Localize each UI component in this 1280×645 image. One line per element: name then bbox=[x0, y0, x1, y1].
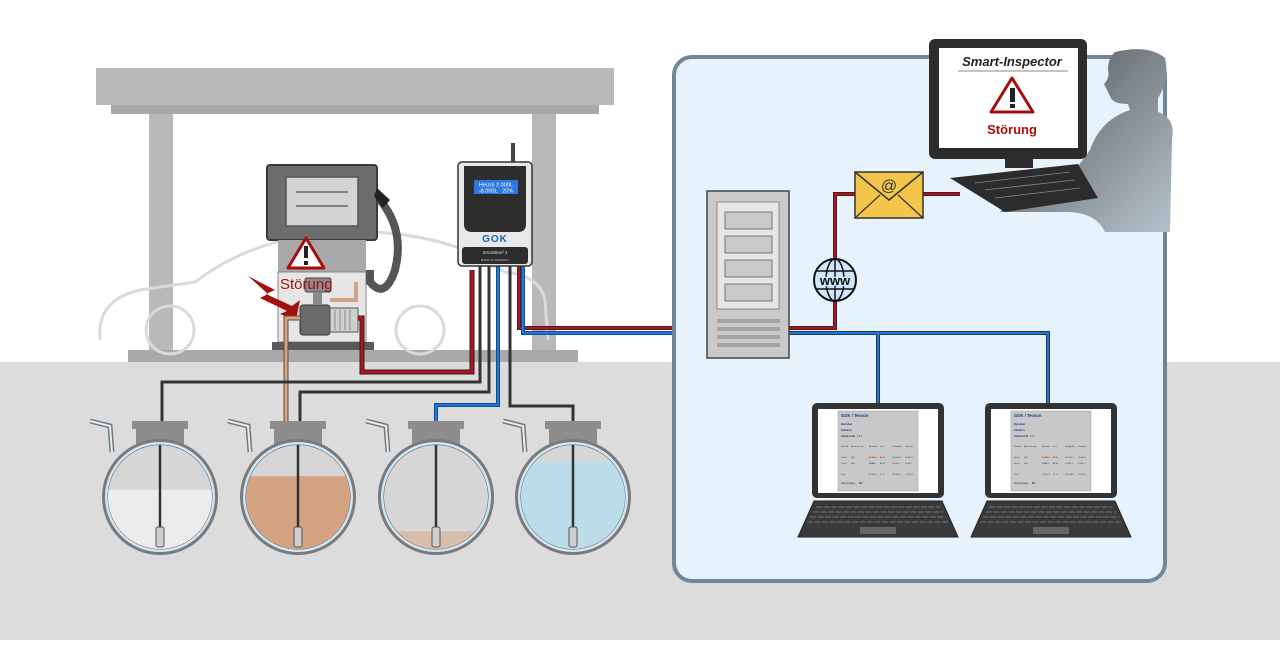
table-cell: Tank 1 bbox=[841, 457, 848, 459]
keyboard bbox=[797, 500, 959, 538]
smart-inspector-monitor bbox=[929, 39, 1098, 212]
link-betreiber: Betreiber bbox=[841, 422, 852, 426]
link-betreiber: Betreiber bbox=[1014, 422, 1025, 426]
smartbox-device bbox=[457, 143, 533, 267]
smartbox-model-label: SmartBox² 4 bbox=[482, 250, 508, 255]
table-header: in % bbox=[1053, 446, 1057, 448]
tank bbox=[227, 418, 356, 555]
tank bbox=[89, 418, 218, 555]
footer-label: Alarmeingang bbox=[1014, 482, 1029, 485]
lcd-line-2: -8.000L 20% bbox=[479, 189, 514, 195]
table-cell: HEL bbox=[1024, 463, 1029, 465]
pump-fault-label: Störung bbox=[280, 276, 333, 293]
table-cell: 80 % bbox=[1053, 457, 1058, 459]
table-cell: Tank 2 bbox=[1014, 463, 1021, 465]
office-network-lines bbox=[789, 192, 1050, 405]
smartbox-subtitle: MADE IN GERMANY bbox=[481, 258, 510, 262]
table-total-cell: Total bbox=[841, 473, 846, 476]
touchpad bbox=[860, 527, 896, 534]
laptop-left: GOK / TecsonBetreiberStandortStandort-ID… bbox=[797, 403, 959, 538]
table-header: Tankgröße bbox=[892, 445, 903, 448]
link-standort: Standort bbox=[1014, 428, 1025, 432]
monitor-fault-label: Störung bbox=[987, 122, 1037, 137]
table-cell: Tank 1 bbox=[1014, 457, 1021, 459]
table-total-cell: Total bbox=[1014, 473, 1019, 476]
table-cell: 2.000 L bbox=[905, 463, 913, 465]
table-header: Freiraum bbox=[1078, 445, 1087, 448]
tank bbox=[502, 418, 631, 555]
table-total-cell: 22.000 L bbox=[869, 474, 878, 476]
table-header: in % bbox=[880, 446, 884, 448]
probe-sensor bbox=[431, 526, 441, 548]
table-cell: 20.000 L bbox=[1042, 457, 1051, 459]
table-header: Freiraum bbox=[905, 445, 914, 448]
table-cell: HEL bbox=[851, 463, 856, 465]
email-at-symbol: @ bbox=[881, 178, 897, 195]
standort-value: 2.17 bbox=[857, 434, 863, 438]
table-cell: 80 % bbox=[880, 457, 885, 459]
warning-triangle-icon bbox=[286, 236, 326, 270]
window-title: GOK / Tecson bbox=[841, 413, 869, 418]
table-cell: 15.000 L bbox=[1065, 463, 1074, 465]
globe-www-label: www bbox=[819, 273, 851, 288]
tanks bbox=[89, 418, 631, 555]
table-header: Tank-Nr. bbox=[841, 445, 849, 448]
table-header: Tankgröße bbox=[1065, 445, 1076, 448]
table-header: Tank-Nr. bbox=[1014, 445, 1022, 448]
server-icon bbox=[706, 190, 790, 359]
table-cell: 75.000 L bbox=[905, 457, 914, 459]
email-envelope-icon bbox=[854, 171, 924, 219]
table-header: Bezeichnung bbox=[851, 446, 864, 448]
gas-station-canopy bbox=[96, 68, 614, 362]
table-total-cell: 27 % bbox=[880, 474, 885, 476]
table-cell: 2.000 L bbox=[1078, 463, 1086, 465]
window-title: GOK / Tecson bbox=[1014, 413, 1042, 418]
touchpad bbox=[1033, 527, 1069, 534]
probe-sensor bbox=[293, 526, 303, 548]
table-cell: 20 % bbox=[1053, 463, 1058, 465]
table-total-cell: 125.000 L bbox=[1065, 474, 1075, 476]
footer-value: Ein bbox=[1032, 483, 1036, 485]
monitor-app-title: Smart-Inspector bbox=[962, 54, 1063, 69]
table-total-cell: 77.000 L bbox=[905, 474, 914, 476]
person-silhouette bbox=[1000, 49, 1173, 232]
table-cell: HEL bbox=[851, 457, 856, 459]
smartbox-brand-logo: GOK bbox=[482, 234, 508, 245]
laptop-right: GOK / TecsonBetreiberStandortStandort-ID… bbox=[970, 403, 1132, 538]
table-cell: 100.000 L bbox=[1065, 457, 1075, 459]
table-total-cell: 77.000 L bbox=[1078, 474, 1087, 476]
table-total-cell: 22.000 L bbox=[1042, 474, 1051, 476]
probe-sensor bbox=[568, 526, 578, 548]
table-total-cell: 27 % bbox=[1053, 474, 1058, 476]
table-header: Bestand bbox=[1042, 445, 1050, 448]
lcd-line-1: Heizöl 2.000L bbox=[479, 183, 513, 189]
app-window bbox=[1010, 410, 1092, 492]
probe-sensor bbox=[155, 526, 165, 548]
app-window bbox=[837, 410, 919, 492]
table-total-cell: 125.000 L bbox=[892, 474, 902, 476]
link-standort: Standort bbox=[841, 428, 852, 432]
network-cable-smartbox-server bbox=[517, 265, 710, 335]
standort-value: 2.17 bbox=[1030, 434, 1036, 438]
table-header: Bezeichnung bbox=[1024, 446, 1037, 448]
footer-value: Ein bbox=[859, 483, 863, 485]
table-cell: 75.000 L bbox=[1078, 457, 1087, 459]
table-header: Bestand bbox=[869, 445, 877, 448]
table-cell: 2.000 L bbox=[1042, 463, 1050, 465]
table-cell: 2.000 L bbox=[869, 463, 877, 465]
table-cell: Tank 2 bbox=[841, 463, 848, 465]
table-cell: 100.000 L bbox=[892, 457, 902, 459]
footer-label: Alarmeingang bbox=[841, 482, 856, 485]
lightning-bolt-icon bbox=[248, 276, 300, 320]
globe-www-icon bbox=[813, 258, 857, 302]
table-cell: 15.000 L bbox=[892, 463, 901, 465]
table-cell: 20.000 L bbox=[869, 457, 878, 459]
standort-label: Standort-ID bbox=[841, 434, 855, 438]
keyboard bbox=[970, 500, 1132, 538]
tank bbox=[365, 418, 494, 555]
table-cell: 20 % bbox=[880, 463, 885, 465]
table-cell: HEL bbox=[1024, 457, 1029, 459]
standort-label: Standort-ID bbox=[1014, 434, 1028, 438]
